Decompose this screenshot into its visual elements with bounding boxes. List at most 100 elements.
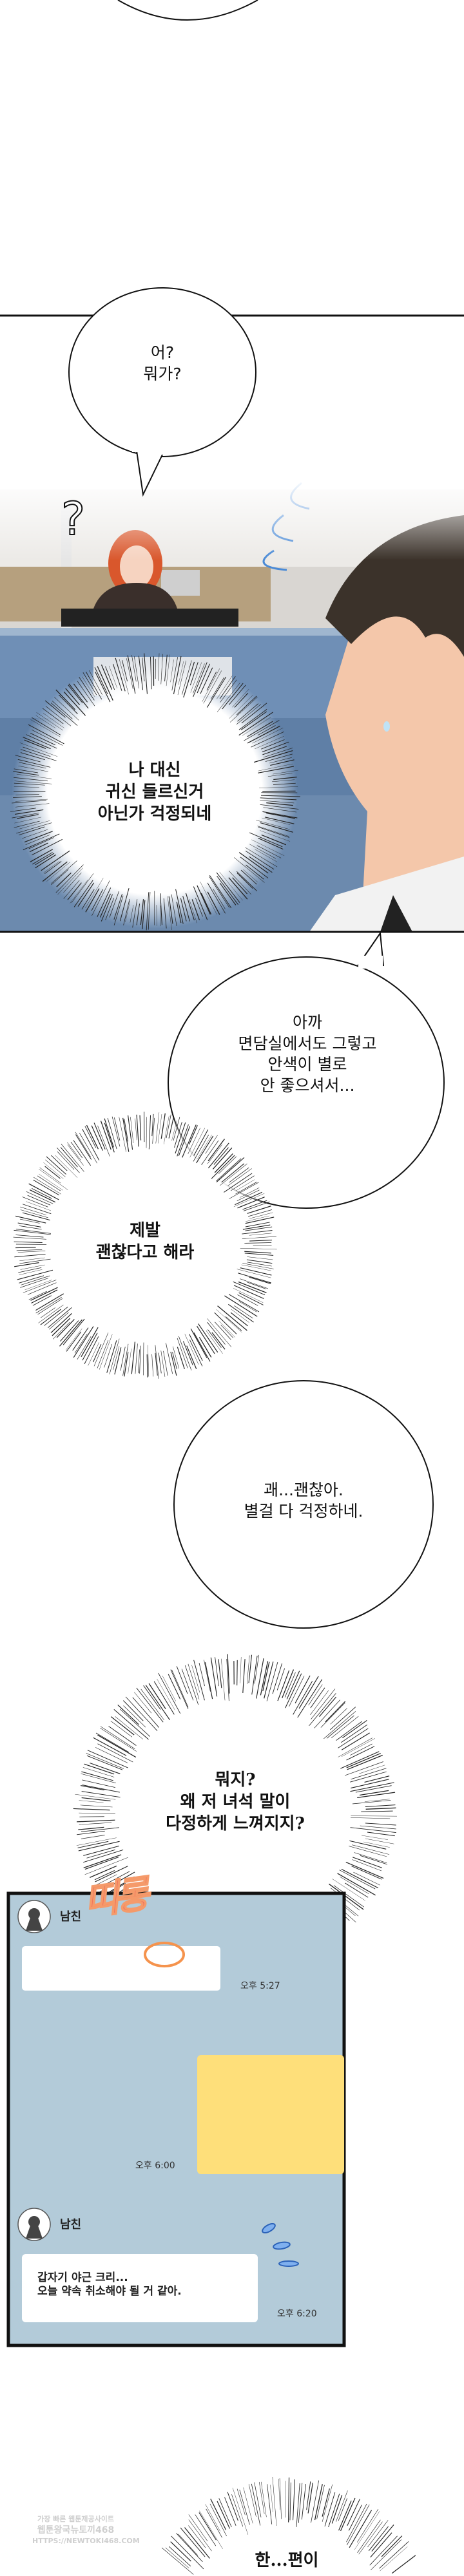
burst-line xyxy=(105,666,115,690)
burst-line xyxy=(236,871,258,891)
burst-line xyxy=(260,2481,267,2517)
burst-line xyxy=(256,845,282,858)
burst-line xyxy=(200,893,212,914)
burst-line xyxy=(218,1156,237,1174)
laptop xyxy=(161,570,200,596)
burst-line xyxy=(247,1209,273,1217)
burst-line xyxy=(360,1855,388,1865)
burst-line xyxy=(237,873,253,889)
burst-line xyxy=(142,900,146,929)
burst-line xyxy=(348,2505,362,2531)
burst-line xyxy=(233,1193,265,1208)
burst-line xyxy=(351,1817,391,1819)
burst-line xyxy=(79,1133,97,1164)
burst-line xyxy=(349,1840,387,1850)
burst-line xyxy=(38,1304,64,1323)
burst-line xyxy=(237,696,257,715)
burst-line xyxy=(260,804,299,810)
burst-line xyxy=(262,811,298,819)
burst-line xyxy=(177,660,186,696)
burst-line xyxy=(123,1705,146,1728)
burst-line xyxy=(240,1657,242,1683)
burst-line xyxy=(33,1179,60,1196)
burst-line xyxy=(232,877,248,895)
burst-line xyxy=(45,706,72,726)
burst-line xyxy=(193,1660,205,1701)
burst-line xyxy=(251,1655,258,1695)
burst-line xyxy=(352,1800,391,1804)
burst-line xyxy=(168,1118,174,1139)
burst-line xyxy=(276,1668,285,1690)
incoming-bubble-1 xyxy=(22,1946,220,1991)
watermark-line: 웹툰왕국뉴토끼468 xyxy=(37,2524,115,2535)
burst-line xyxy=(151,1354,154,1377)
burst-line xyxy=(246,864,264,880)
burst-line xyxy=(19,1269,43,1275)
burst-line xyxy=(58,694,78,715)
burst-line xyxy=(232,688,249,708)
burst-line xyxy=(22,1197,48,1208)
burst-line xyxy=(82,1767,115,1777)
burst-line xyxy=(188,1125,198,1145)
burst-line xyxy=(19,743,58,757)
burst-line xyxy=(95,1732,129,1753)
burst-line xyxy=(214,1321,231,1340)
burst-line xyxy=(333,1885,364,1908)
burst-line xyxy=(115,1716,143,1739)
burst-line xyxy=(15,1229,52,1234)
burst-line xyxy=(237,2488,246,2515)
burst-line xyxy=(136,1114,139,1147)
burst-line xyxy=(228,685,246,705)
burst-line xyxy=(100,1121,111,1150)
burst-line xyxy=(340,2497,356,2532)
burst-line xyxy=(188,1663,200,1700)
burst-line xyxy=(182,660,192,695)
burst-line xyxy=(124,1352,129,1377)
burst-line xyxy=(224,1295,258,1317)
burst-line xyxy=(178,1336,192,1371)
burst-line xyxy=(114,1347,122,1375)
burst-line xyxy=(237,1269,271,1278)
speech-line: 어? xyxy=(150,343,175,362)
burst-line xyxy=(89,670,102,695)
burst-line xyxy=(188,2519,212,2552)
burst-line xyxy=(170,2541,191,2562)
burst-line xyxy=(242,1230,273,1235)
burst-line xyxy=(13,1236,46,1240)
burst-line xyxy=(238,1292,264,1305)
burst-line xyxy=(188,2525,206,2548)
panel-top-fade xyxy=(0,477,464,560)
burst-line xyxy=(229,1167,249,1183)
burst-line xyxy=(95,1871,130,1890)
burst-line xyxy=(246,1259,273,1264)
burst-line xyxy=(95,671,111,703)
thought-burst-2 xyxy=(13,1112,277,1379)
burst-line xyxy=(81,889,95,910)
burst-line xyxy=(73,683,88,703)
burst-line xyxy=(122,1700,144,1721)
burst-line xyxy=(198,1337,212,1358)
burst-line xyxy=(20,1209,48,1218)
burst-line xyxy=(53,697,79,721)
burst-line xyxy=(20,1264,45,1270)
burst-line xyxy=(285,1673,302,1709)
burst-line xyxy=(40,1309,62,1325)
burst-line xyxy=(14,809,44,815)
thought-line: 다정하게 느껴지지? xyxy=(166,1814,305,1833)
avatar-icon xyxy=(17,2208,51,2241)
burst-line xyxy=(82,1779,116,1788)
burst-line xyxy=(331,1716,359,1739)
avatar-icon xyxy=(17,1900,51,1933)
burst-line xyxy=(168,1674,181,1700)
burst-line xyxy=(12,813,39,819)
burst-line xyxy=(249,1212,273,1219)
burst-line xyxy=(262,746,287,755)
burst-line xyxy=(308,1684,323,1706)
burst-line xyxy=(109,891,119,918)
burst-line xyxy=(75,1132,92,1158)
burst-line xyxy=(100,1726,135,1749)
chat-message-line: 오늘 약속 취소해야 될 거 같아. xyxy=(37,2285,182,2298)
burst-line xyxy=(249,1276,271,1284)
burst-line xyxy=(278,2478,280,2510)
